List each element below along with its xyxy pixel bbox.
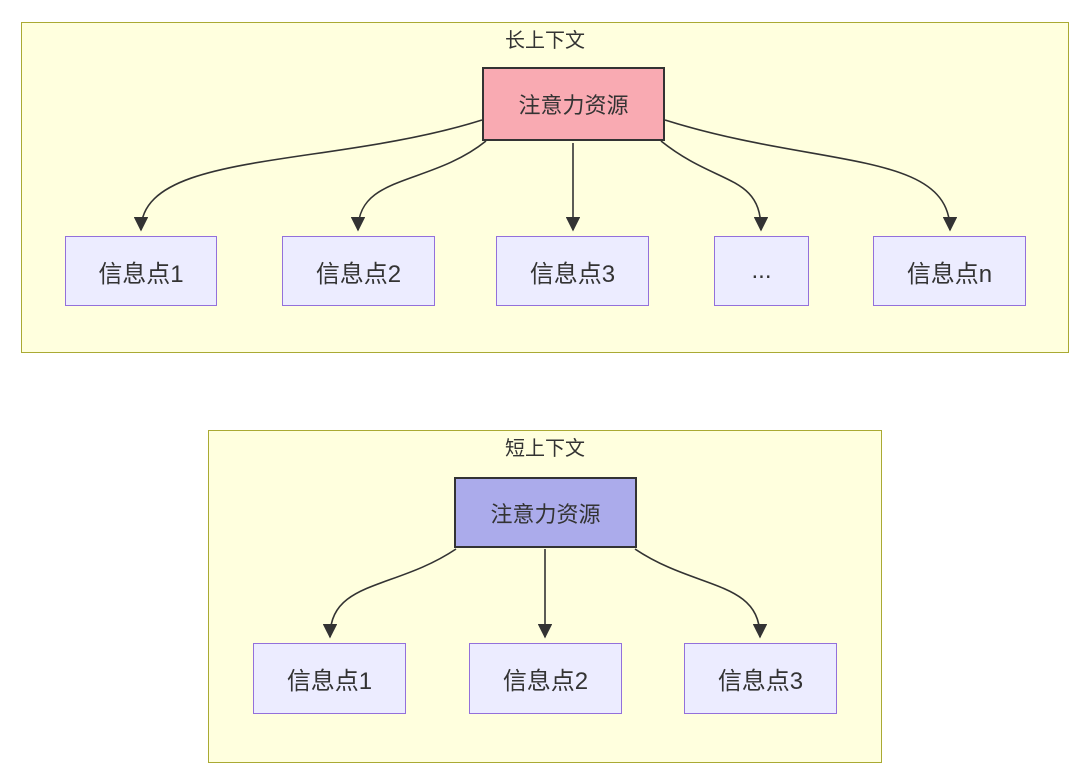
long-info-node-ellipsis: ...: [714, 236, 809, 306]
attention-node-short: 注意力资源: [454, 477, 637, 548]
long-info-node-n: 信息点n: [873, 236, 1026, 306]
long-info-node-3: 信息点3: [496, 236, 649, 306]
short-context-title: 短上下文: [505, 438, 585, 460]
short-info-node-2: 信息点2: [469, 643, 622, 714]
long-info-node-2: 信息点2: [282, 236, 435, 306]
long-info-node-1: 信息点1: [65, 236, 217, 306]
attention-node-long: 注意力资源: [482, 67, 665, 141]
short-info-node-1: 信息点1: [253, 643, 406, 714]
short-info-node-3: 信息点3: [684, 643, 837, 714]
long-context-title: 长上下文: [505, 30, 585, 52]
